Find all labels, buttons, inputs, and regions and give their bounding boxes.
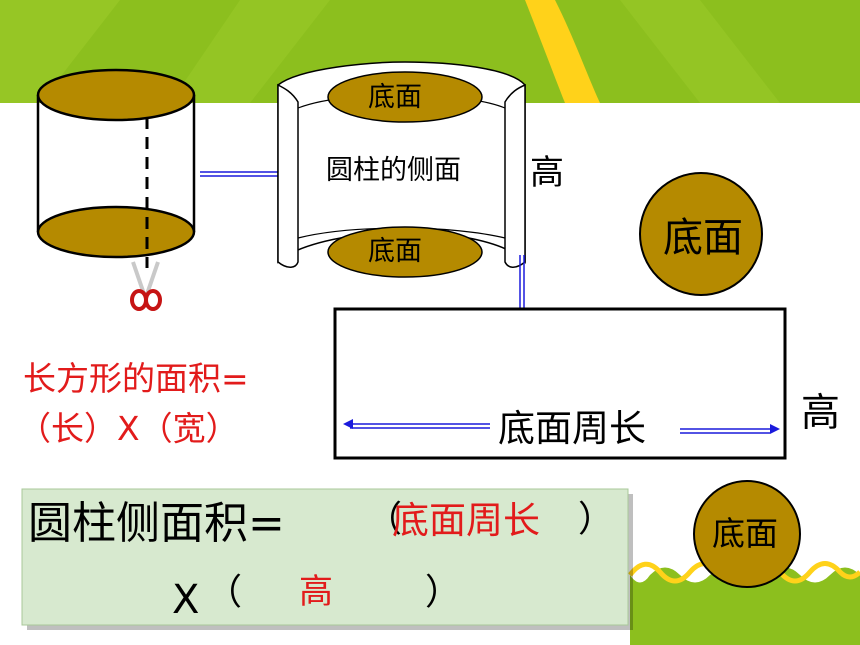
rect-formula-line1: 长方形的面积=	[23, 359, 249, 398]
cylinder-formula-paren-close2: ）	[425, 572, 462, 613]
base-circle-bottom	[693, 480, 801, 588]
rect-side-label: 高	[801, 391, 841, 436]
bottom-base-label: 底面	[368, 236, 422, 267]
cylinder-formula-times: X	[172, 577, 200, 623]
bottom-base-ellipse	[327, 226, 483, 278]
cylinder-formula-answer1: 底面周长	[392, 499, 540, 542]
bottom-circle-label: 底面	[712, 514, 778, 553]
scissors-icon	[130, 261, 162, 311]
perimeter-arrow-right	[680, 424, 780, 434]
cylinder-formula-paren-open2: （	[206, 572, 243, 613]
rect-formula-line2: （长）X（宽）	[18, 409, 239, 448]
right-circle-label: 底面	[663, 215, 743, 261]
top-base-label: 底面	[368, 82, 422, 113]
side-label: 圆柱的侧面	[326, 155, 461, 186]
cylinder-icon	[36, 68, 196, 268]
height-label-top: 高	[530, 153, 564, 193]
top-base-ellipse	[327, 71, 483, 123]
cylinder-formula-answer2: 高	[299, 572, 333, 612]
cylinder-formula-paren-close: ）	[578, 499, 615, 540]
formula-panel	[21, 488, 633, 630]
cylinder-formula-paren-open: （	[366, 499, 403, 540]
base-circle-right	[639, 172, 763, 296]
rect-bottom-label: 底面周长	[498, 407, 646, 450]
perimeter-arrow-left	[343, 419, 490, 429]
cylinder-formula-prefix: 圆柱侧面积=	[28, 498, 285, 549]
